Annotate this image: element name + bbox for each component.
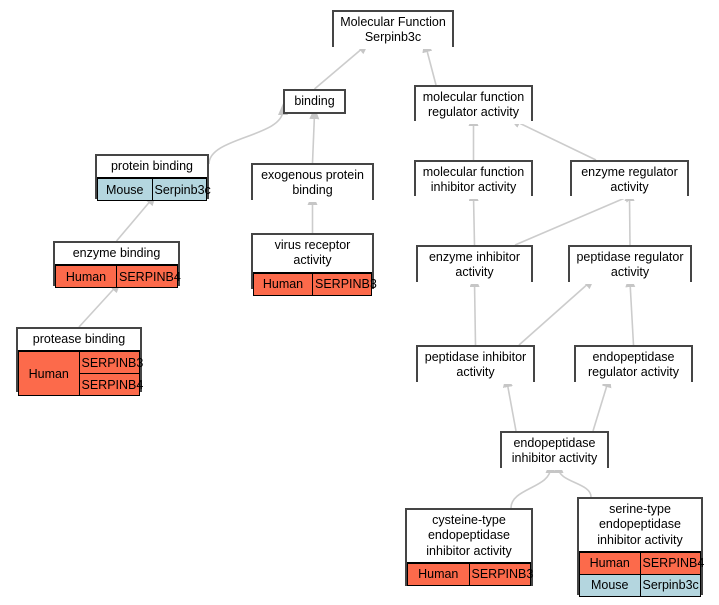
species-cell: Human	[407, 562, 470, 586]
edge-enzyme-inhibitor-to-enzyme-regulator	[514, 196, 630, 246]
go-node-label: protease binding	[18, 329, 140, 351]
gene-cell[interactable]: SERPINB3	[468, 562, 533, 586]
edge-mf-regulator-to-root	[426, 47, 437, 86]
edge-protein-binding-to-binding	[208, 110, 283, 165]
edge-endopeptidase-regulator-to-peptidase-regulator	[630, 282, 634, 346]
go-node-label: enzyme inhibitor activity	[418, 247, 531, 284]
go-node-label: enzyme regulator activity	[572, 162, 687, 199]
go-node-label: serine-type endopeptidase inhibitor acti…	[579, 499, 701, 551]
go-node-label: molecular function regulator activity	[416, 87, 531, 124]
go-node-binding[interactable]: binding	[283, 89, 346, 114]
go-node-label: molecular function inhibitor activity	[416, 162, 531, 199]
go-node-label: virus receptor activity	[253, 235, 372, 272]
go-node-label: peptidase inhibitor activity	[418, 347, 533, 384]
species-cell: Mouse	[579, 573, 641, 597]
go-node-exogenous-protein-binding[interactable]: exogenous protein binding	[251, 163, 374, 202]
gene-cell[interactable]: Serpinb3c	[151, 178, 211, 202]
annotation-row: SERPINB4	[19, 373, 143, 397]
go-node-enzyme-inhibitor[interactable]: enzyme inhibitor activity	[416, 245, 533, 284]
gene-cell[interactable]: SERPINB3	[78, 351, 143, 375]
go-node-enzyme-regulator[interactable]: enzyme regulator activity	[570, 160, 689, 199]
go-node-endopeptidase-regulator[interactable]: endopeptidase regulator activity	[574, 345, 693, 384]
species-cell: Human	[579, 551, 641, 575]
edge-peptidase-inhibitor-to-enzyme-inhibitor	[475, 282, 476, 346]
edge-protease-binding-to-enzyme-binding	[78, 286, 117, 328]
gene-cell[interactable]: SERPINB4	[116, 265, 181, 289]
go-node-label: binding	[285, 91, 344, 113]
go-node-label: exogenous protein binding	[253, 165, 372, 202]
go-node-mf-regulator[interactable]: molecular function regulator activity	[414, 85, 533, 124]
go-node-endopeptidase-inhibitor[interactable]: endopeptidase inhibitor activity	[500, 431, 609, 470]
go-node-label: peptidase regulator activity	[570, 247, 690, 284]
edge-serine-type-to-endopeptidase-inhibitor	[559, 468, 592, 498]
gene-cell[interactable]: SERPINB4	[639, 551, 704, 575]
go-node-cysteine-type[interactable]: cysteine-type endopeptidase inhibitor ac…	[405, 508, 533, 586]
gene-cell[interactable]: SERPINB3	[312, 272, 377, 296]
go-node-serine-type[interactable]: serine-type endopeptidase inhibitor acti…	[577, 497, 704, 597]
edge-binding-to-root	[313, 47, 365, 90]
go-node-label: Molecular Function Serpinb3c	[334, 12, 452, 49]
go-node-label: cysteine-type endopeptidase inhibitor ac…	[407, 510, 531, 562]
edge-endopeptidase-inhibitor-to-peptidase-inhibitor	[507, 382, 517, 432]
go-node-peptidase-regulator[interactable]: peptidase regulator activity	[568, 245, 692, 284]
species-cell: Human	[18, 351, 80, 397]
edge-cysteine-type-to-endopeptidase-inhibitor	[510, 468, 551, 509]
edge-peptidase-regulator-to-enzyme-regulator	[630, 196, 631, 246]
go-node-label: endopeptidase inhibitor activity	[502, 433, 607, 470]
edge-peptidase-inhibitor-to-peptidase-regulator	[518, 282, 590, 346]
species-cell: Human	[253, 272, 313, 296]
gene-cell[interactable]: SERPINB4	[78, 373, 143, 397]
go-node-label: enzyme binding	[55, 243, 178, 265]
go-node-label: endopeptidase regulator activity	[576, 347, 691, 384]
go-node-root[interactable]: Molecular Function Serpinb3c	[332, 10, 454, 49]
edge-exogenous-protein-binding-to-binding	[313, 114, 315, 164]
go-node-peptidase-inhibitor[interactable]: peptidase inhibitor activity	[416, 345, 535, 384]
edge-enzyme-inhibitor-to-mf-inhibitor	[474, 196, 475, 246]
go-node-label: protein binding	[97, 156, 207, 178]
species-cell: Mouse	[97, 178, 153, 202]
edge-endopeptidase-inhibitor-to-endopeptidase-regulator	[592, 382, 608, 432]
edge-enzyme-regulator-to-mf-regulator	[515, 121, 597, 161]
gene-cell[interactable]: Serpinb3c	[639, 573, 701, 597]
species-cell: Human	[55, 265, 117, 289]
edge-enzyme-binding-to-protein-binding	[115, 199, 153, 242]
go-node-mf-inhibitor[interactable]: molecular function inhibitor activity	[414, 160, 533, 199]
